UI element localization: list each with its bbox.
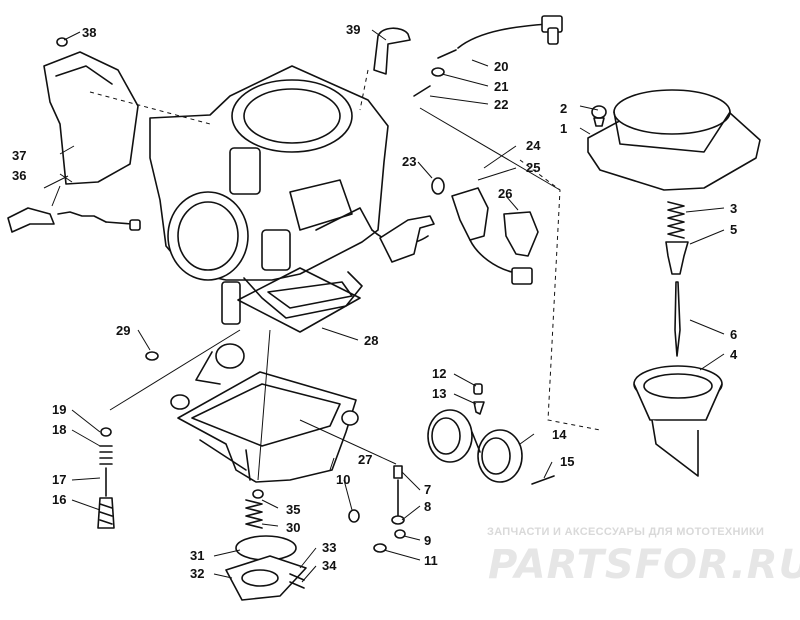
float-bowl: [170, 343, 359, 483]
callout-13: 13: [432, 386, 446, 401]
callout-4: 4: [730, 347, 738, 362]
callout-28: 28: [364, 333, 378, 348]
callout-10: 10: [336, 472, 350, 487]
callout-39: 39: [346, 22, 360, 37]
pilot-screw-assembly: [97, 427, 115, 529]
callout-17: 17: [52, 472, 66, 487]
callout-2: 2: [560, 101, 567, 116]
accelerator-pump: [225, 489, 307, 601]
carburetor-body: [149, 65, 435, 325]
callout-24: 24: [526, 138, 541, 153]
callout-22: 22: [494, 97, 508, 112]
leader-lines: [43, 29, 725, 583]
callout-9: 9: [424, 533, 431, 548]
callout-37: 37: [12, 148, 26, 163]
callout-27: 27: [358, 452, 372, 467]
callout-19: 19: [52, 402, 66, 417]
watermark-caption: ЗАПЧАСТИ И АКСЕССУАРЫ ДЛЯ МОТОТЕХНИКИ: [487, 526, 765, 538]
callout-36: 36: [12, 168, 26, 183]
callout-20: 20: [494, 59, 508, 74]
callout-31: 31: [190, 548, 204, 563]
callout-34: 34: [322, 558, 337, 573]
callout-25: 25: [526, 160, 540, 175]
callout-35: 35: [286, 502, 300, 517]
drain-plug-assembly: [373, 465, 406, 553]
callout-8: 8: [424, 499, 431, 514]
float-assembly: [427, 383, 555, 485]
callout-32: 32: [190, 566, 204, 581]
slide-spring: [667, 201, 685, 239]
jet-needle: [674, 281, 681, 357]
callout-38: 38: [82, 25, 96, 40]
throttle-sensor: [431, 177, 539, 285]
callout-23: 23: [402, 154, 416, 169]
choke-cable: [413, 15, 563, 97]
callout-6: 6: [730, 327, 737, 342]
vacuum-piston: [633, 365, 723, 477]
callout-12: 12: [432, 366, 446, 381]
callout-33: 33: [322, 540, 336, 555]
callout-14: 14: [552, 427, 567, 442]
callout-21: 21: [494, 79, 508, 94]
callout-18: 18: [52, 422, 66, 437]
callout-7: 7: [424, 482, 431, 497]
callout-30: 30: [286, 520, 300, 535]
callout-15: 15: [560, 454, 574, 469]
callout-3: 3: [730, 201, 737, 216]
callout-16: 16: [52, 492, 66, 507]
bowl-gasket: [237, 267, 361, 333]
callout-1: 1: [560, 121, 567, 136]
side-cover: [43, 37, 139, 185]
callout-26: 26: [498, 186, 512, 201]
vent-hose: [373, 27, 411, 75]
bowl-screw: [348, 509, 360, 523]
idle-adjuster: [7, 207, 141, 233]
callout-29: 29: [116, 323, 130, 338]
callout-5: 5: [730, 222, 737, 237]
mount-screw: [145, 351, 159, 361]
callout-11: 11: [424, 553, 438, 568]
top-cover: [587, 89, 761, 191]
watermark-logo: PARTSFOR.RU: [488, 542, 800, 588]
callout-labels: 1 2 3 4 5 6 7 8 9 10 11 12 13 14 15 16 1…: [12, 22, 738, 581]
spring-seat: [665, 241, 689, 275]
